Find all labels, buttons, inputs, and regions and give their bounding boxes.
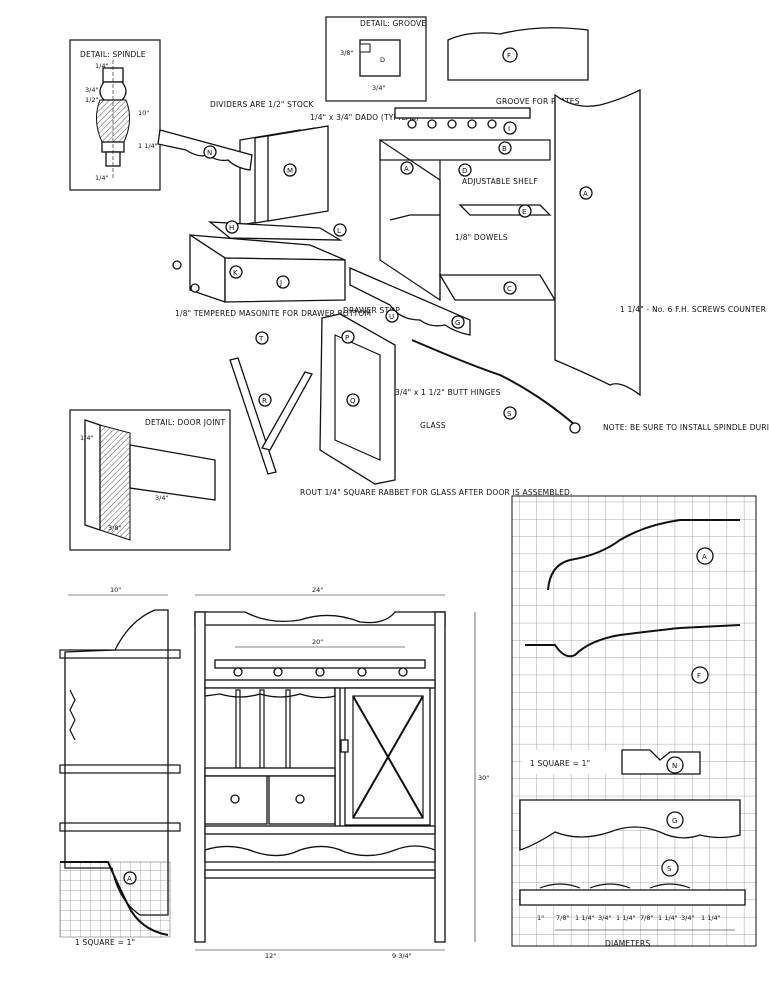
svg-text:A: A (127, 875, 132, 883)
svg-text:U: U (389, 313, 394, 321)
svg-text:A: A (583, 190, 588, 198)
svg-text:1/4": 1/4" (80, 434, 93, 442)
square-left-label: 1 SQUARE = 1" (75, 938, 135, 947)
detail-door-joint-box: DETAIL: DOOR JOINT 1/4" 3/4" 3/8" (69, 409, 231, 551)
bottom-right-dim: 9 3/4" (392, 952, 412, 960)
svg-text:S: S (667, 865, 672, 873)
svg-text:A: A (404, 165, 409, 173)
svg-text:P: P (345, 334, 349, 342)
drawer-stop-label: DRAWER STOP (343, 306, 400, 315)
svg-text:1 1/4": 1 1/4" (701, 914, 721, 922)
detail-groove-label: DETAIL: GROOVE (360, 19, 426, 28)
top-rail-knobs (407, 119, 497, 129)
front-elevation: 24" 20" 12" 9 (194, 586, 489, 960)
svg-text:Q: Q (350, 397, 356, 405)
svg-text:G: G (672, 817, 677, 825)
svg-text:T: T (258, 335, 264, 343)
svg-text:I: I (508, 125, 510, 133)
svg-text:1/4": 1/4" (95, 174, 108, 182)
svg-text:K: K (233, 269, 238, 277)
detail-spindle-box: DETAIL: SPINDLE 1/4" 3/4" 1/2" 10" 1 1/4… (69, 39, 161, 191)
dividers-label: DIVIDERS ARE 1/2" STOCK (210, 100, 314, 109)
door-joint-label: DETAIL: DOOR JOINT (145, 418, 225, 427)
svg-text:R: R (262, 397, 267, 405)
svg-text:N: N (672, 762, 677, 770)
svg-text:D: D (380, 56, 385, 64)
door-exploded: DRAWER STOP U P Q 3/4" x 1 1/2" BUTT HIN… (229, 306, 573, 497)
side-width-dim: 10" (110, 586, 121, 594)
detail-spindle-label: DETAIL: SPINDLE (80, 50, 146, 59)
masonite-label: 1/8" TEMPERED MASONITE FOR DRAWER BOTTOM (175, 309, 371, 318)
svg-text:3/4": 3/4" (598, 914, 611, 922)
rabbet-label: ROUT 1/4" SQUARE RABBET FOR GLASS AFTER … (300, 488, 573, 497)
svg-text:J: J (279, 279, 282, 287)
svg-text:E: E (522, 208, 526, 216)
glass-label: GLASS (420, 421, 446, 430)
drawer-assembly: H K J L (172, 220, 347, 303)
svg-text:3/4": 3/4" (372, 84, 385, 92)
svg-text:3/4": 3/4" (85, 86, 98, 94)
svg-text:1 1/4": 1 1/4" (575, 914, 595, 922)
front-rail-knobs (233, 667, 408, 677)
svg-text:B: B (502, 145, 507, 153)
spindle-detail-drawing (96, 60, 130, 180)
side-elevation: 10" A 1 SQUARE = 1" (59, 586, 181, 947)
svg-text:H: H (229, 224, 234, 232)
svg-text:7/8": 7/8" (556, 914, 569, 922)
detail-groove-box: DETAIL: GROOVE D 3/4" 3/8" (325, 16, 427, 102)
svg-text:A: A (702, 553, 707, 561)
svg-text:10": 10" (138, 109, 149, 117)
svg-text:3/4": 3/4" (681, 914, 694, 922)
front-width-dim: 24" (312, 586, 323, 594)
dado-label: 1/4" x 3/4" DADO (TYPICAL) (310, 113, 419, 122)
dividers-assembly: DIVIDERS ARE 1/2" STOCK M (210, 100, 329, 226)
height-dim: 30" (478, 774, 489, 782)
svg-text:1/2": 1/2" (85, 96, 98, 104)
svg-text:3/8": 3/8" (108, 524, 121, 532)
note-label: NOTE: BE SURE TO INSTALL SPINDLE DURING … (603, 423, 769, 432)
groove-plates-label: GROOVE FOR PLATES (496, 97, 580, 106)
bottom-left-dim: 12" (265, 952, 276, 960)
part-f-crest: F (447, 27, 589, 81)
inner-width-dim: 20" (312, 638, 323, 646)
svg-text:L: L (337, 227, 341, 235)
spindle-diameter-labels: 1" 7/8" 1 1/4" 3/4" 1 1/4" 7/8" 1 1/4" 3… (537, 914, 721, 922)
svg-text:3/8": 3/8" (340, 49, 353, 57)
butt-hinges-label: 3/4" x 1 1/2" BUTT HINGES (395, 388, 501, 397)
svg-text:D: D (462, 167, 467, 175)
svg-text:7/8": 7/8" (640, 914, 653, 922)
svg-text:1": 1" (537, 914, 544, 922)
svg-text:1 1/4": 1 1/4" (616, 914, 636, 922)
pattern-grid: A F 1 SQUARE = 1" N G S DIAMETERS 1" 7/8… (511, 495, 757, 948)
svg-text:3/4": 3/4" (155, 494, 168, 502)
svg-text:C: C (507, 285, 512, 293)
dowels-label: 1/8" DOWELS (455, 233, 508, 242)
adjustable-shelf-label: ADJUSTABLE SHELF (462, 177, 538, 186)
svg-text:1 1/4": 1 1/4" (138, 142, 158, 150)
square-right-label: 1 SQUARE = 1" (530, 759, 590, 768)
svg-text:1/4": 1/4" (95, 62, 108, 70)
main-cabinet-exploded: 1/4" x 3/4" DADO (TYPICAL) GROOVE FOR PL… (310, 88, 769, 434)
svg-text:G: G (455, 319, 460, 327)
svg-text:F: F (507, 52, 511, 60)
part-n-rail: N (157, 129, 253, 171)
svg-text:F: F (697, 672, 701, 680)
screws-label: 1 1/4" - No. 6 F.H. SCREWS COUNTER BORED… (620, 305, 769, 314)
svg-text:M: M (287, 167, 293, 175)
svg-text:1 1/4": 1 1/4" (658, 914, 678, 922)
svg-text:N: N (207, 149, 212, 157)
diameters-label: DIAMETERS (605, 939, 650, 948)
svg-text:S: S (507, 410, 512, 418)
